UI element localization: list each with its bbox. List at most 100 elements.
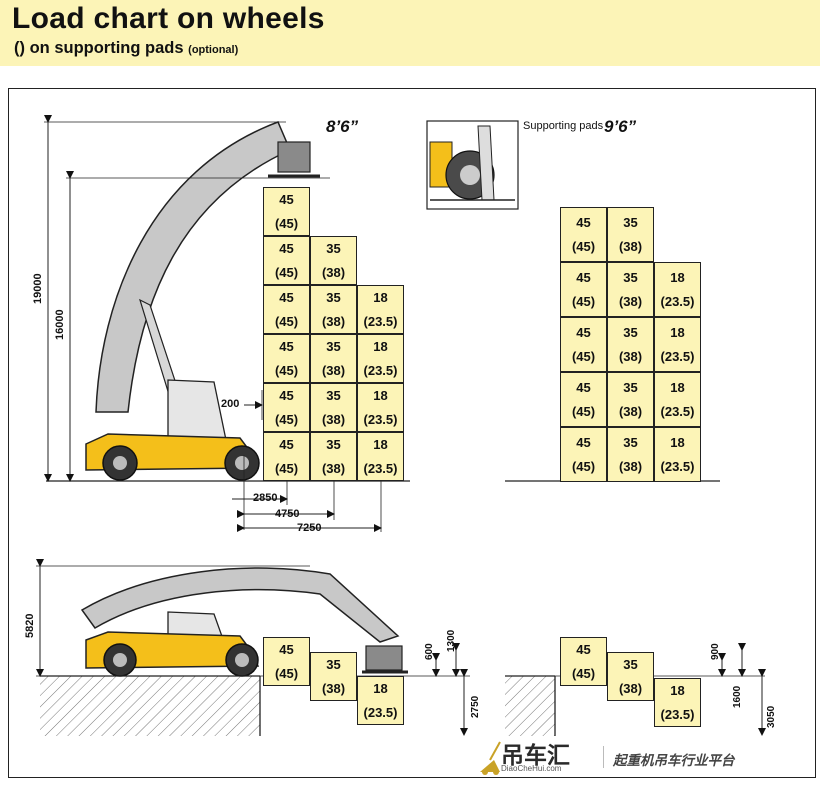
drop-label-900: 900 bbox=[710, 643, 721, 660]
cell-load-pads-value: (38) bbox=[321, 264, 346, 280]
watermark-url: DiaoCheHui.com bbox=[501, 764, 562, 773]
load-cell-wheels: 35 (38) bbox=[310, 285, 357, 334]
cell-load-value: 35 bbox=[623, 214, 638, 230]
cell-load-value: 18 bbox=[670, 379, 685, 395]
drop-label-3050: 3050 bbox=[766, 705, 777, 728]
cell-load-value: 18 bbox=[373, 289, 388, 305]
subtitle-text: () on supporting pads bbox=[14, 39, 184, 57]
load-cell-wheels: 45 (45) bbox=[263, 334, 310, 383]
cell-load-pads-value: (45) bbox=[274, 460, 299, 476]
drop-label-1300: 1300 bbox=[446, 629, 457, 652]
drop-label-600: 600 bbox=[424, 643, 435, 660]
section-label-wheels: 8’6” bbox=[326, 117, 359, 136]
load-cell-wheels: 18 (23.5) bbox=[357, 334, 404, 383]
cell-load-pads-value: (45) bbox=[571, 403, 596, 419]
machine-lowered-boom bbox=[80, 567, 408, 677]
load-cell-pads: 18(23.5) bbox=[654, 372, 701, 427]
load-cell-pads: 35(38) bbox=[607, 262, 654, 317]
cell-load-value: 18 bbox=[373, 338, 388, 354]
cell-load-value: 35 bbox=[326, 338, 341, 354]
cell-load-pads-value: (45) bbox=[274, 362, 299, 378]
cell-load-pads-value: (45) bbox=[274, 665, 299, 681]
height-label-19000: 19000 bbox=[32, 273, 44, 304]
load-cell-wheels: 45(45) bbox=[263, 285, 310, 334]
cell-load-pads-value: (38) bbox=[321, 313, 346, 329]
load-cell-pads: 18(23.5) bbox=[654, 317, 701, 372]
cell-load-pads-value: (45) bbox=[274, 264, 299, 280]
height-label-5820: 5820 bbox=[24, 613, 36, 638]
page-subtitle: () on supporting pads (optional) bbox=[14, 39, 238, 58]
cell-load-value: 45 bbox=[279, 436, 294, 452]
cell-load-value: 35 bbox=[623, 656, 638, 672]
load-cell-below-quay-pads: 45 (45) bbox=[560, 637, 607, 686]
cell-load-pads-value: (38) bbox=[321, 460, 346, 476]
load-cell-wheels: 35(38) bbox=[310, 383, 357, 432]
load-cell-wheels: 45 (45) bbox=[263, 236, 310, 285]
cell-load-pads-value: (23.5) bbox=[363, 313, 398, 329]
load-cell-pads: 35(38) bbox=[607, 427, 654, 482]
offset-label-7250: 7250 bbox=[297, 522, 322, 534]
load-cell-pads: 45 (45) bbox=[560, 207, 607, 262]
cell-load-value: 18 bbox=[373, 387, 388, 403]
cell-load-value: 45 bbox=[576, 214, 591, 230]
cell-load-value: 35 bbox=[326, 289, 341, 305]
cell-load-pads-value: (23.5) bbox=[660, 348, 695, 364]
diagram-frame bbox=[8, 88, 816, 778]
cell-load-value: 35 bbox=[623, 324, 638, 340]
cell-load-value: 35 bbox=[623, 434, 638, 450]
cell-load-pads-value: (45) bbox=[571, 293, 596, 309]
load-cell-pads: 18 (23.5) bbox=[654, 262, 701, 317]
load-cell-wheels: 18 (23.5) bbox=[357, 285, 404, 334]
offset-label-2850: 2850 bbox=[253, 492, 278, 504]
load-cell-wheels: 45 (45) bbox=[263, 187, 310, 236]
load-cell-wheels: 35(38) bbox=[310, 236, 357, 285]
cell-load-value: 45 bbox=[279, 191, 294, 207]
load-cell-below-quay-pads: 18(23.5) bbox=[654, 678, 701, 727]
cell-load-value: 35 bbox=[326, 656, 341, 672]
cell-load-value: 18 bbox=[373, 436, 388, 452]
cell-load-pads-value: (23.5) bbox=[363, 704, 398, 720]
cell-load-pads-value: (38) bbox=[618, 293, 643, 309]
cell-load-pads-value: (45) bbox=[274, 411, 299, 427]
supporting-pads-label: Supporting pads bbox=[523, 120, 604, 132]
cell-load-value: 35 bbox=[326, 387, 341, 403]
offset-label-4750: 4750 bbox=[275, 508, 300, 520]
cell-load-pads-value: (38) bbox=[618, 403, 643, 419]
cell-load-value: 45 bbox=[279, 641, 294, 657]
cell-load-pads-value: (23.5) bbox=[363, 362, 398, 378]
load-cell-pads: 45 (45) bbox=[560, 317, 607, 372]
cell-load-value: 35 bbox=[623, 379, 638, 395]
load-cell-pads: 35(38) bbox=[607, 317, 654, 372]
load-cell-wheels: 35 (38) bbox=[310, 432, 357, 481]
supporting-pads-inset bbox=[426, 120, 519, 210]
load-cell-wheels: 45(45) bbox=[263, 383, 310, 432]
offset-label-200: 200 bbox=[221, 398, 240, 410]
height-label-16000: 16000 bbox=[54, 309, 66, 340]
cell-load-pads-value: (45) bbox=[571, 665, 596, 681]
cell-load-pads-value: (45) bbox=[571, 348, 596, 364]
cell-load-value: 18 bbox=[670, 434, 685, 450]
load-cell-wheels: 18(23.5) bbox=[357, 432, 404, 481]
cell-load-pads-value: (45) bbox=[571, 238, 596, 254]
cell-load-value: 45 bbox=[279, 338, 294, 354]
cell-load-value: 45 bbox=[279, 289, 294, 305]
crane-logo-icon bbox=[480, 741, 501, 775]
load-cell-wheels: 45 (45) bbox=[263, 432, 310, 481]
cell-load-value: 45 bbox=[576, 641, 591, 657]
cell-load-value: 35 bbox=[326, 436, 341, 452]
cell-load-value: 45 bbox=[576, 324, 591, 340]
watermark-tagline: 起重机吊车行业平台 bbox=[613, 753, 735, 768]
load-cell-pads: 18(23.5) bbox=[654, 427, 701, 482]
load-cell-below-quay: 45 (45) bbox=[263, 637, 310, 686]
cell-load-pads-value: (45) bbox=[274, 215, 299, 231]
cell-load-pads-value: (23.5) bbox=[660, 293, 695, 309]
load-cell-below-quay: 18(23.5) bbox=[357, 676, 404, 725]
load-cell-wheels: 18(23.5) bbox=[357, 383, 404, 432]
load-cell-pads: 45(45) bbox=[560, 262, 607, 317]
cell-load-value: 18 bbox=[670, 269, 685, 285]
load-cell-pads: 35(38) bbox=[607, 207, 654, 262]
cell-load-value: 45 bbox=[279, 240, 294, 256]
watermark-separator bbox=[603, 746, 604, 768]
